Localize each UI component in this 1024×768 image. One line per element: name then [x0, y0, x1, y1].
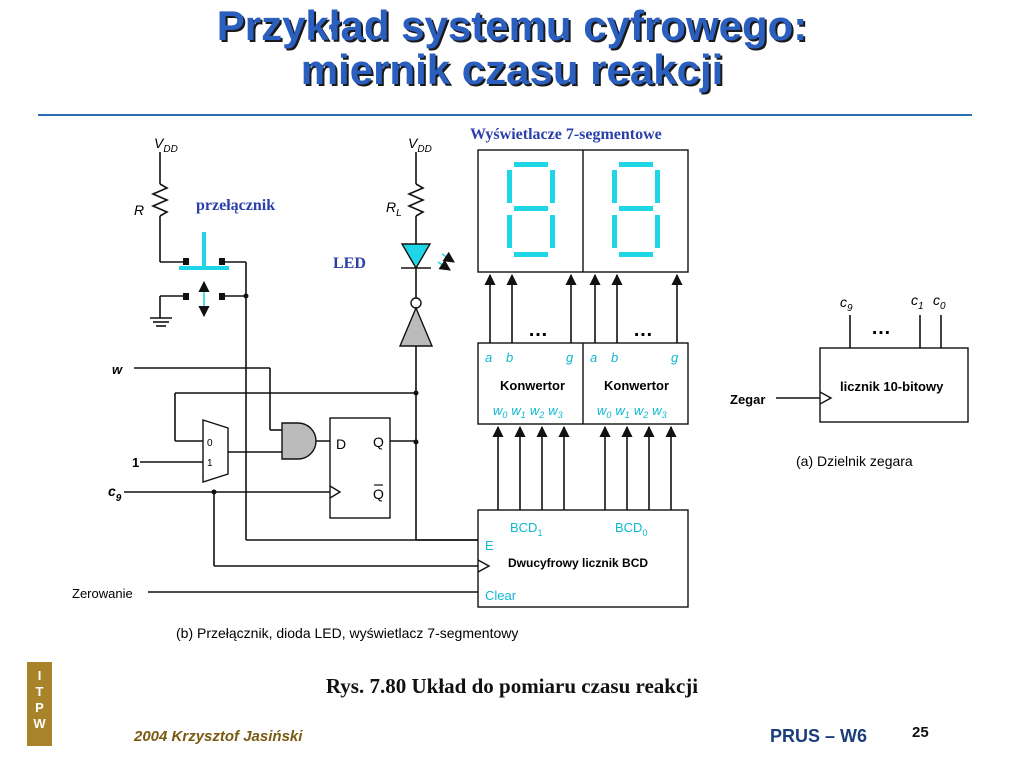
title-line-2: miernik czasu reakcji	[300, 46, 724, 93]
bcd0-label: BCD0	[615, 520, 647, 538]
conv1-a-label: a	[485, 350, 492, 365]
r-label: R	[134, 202, 144, 218]
resistor-rl	[406, 183, 426, 217]
page-number: 25	[912, 724, 929, 741]
conv2-name: Konwertor	[604, 378, 669, 393]
conv1-name: Konwertor	[500, 378, 565, 393]
counter-clock-marker	[819, 391, 833, 405]
control-wires	[124, 367, 478, 593]
dots-1: …	[528, 319, 548, 341]
counter-c0-label: c0	[933, 292, 946, 312]
author-footer: 2004 Krzysztof Jasiński	[134, 728, 303, 745]
ff-q-label: Q	[373, 434, 384, 450]
zegar-label: Zegar	[730, 392, 765, 407]
dots-2: …	[633, 319, 653, 341]
rl-label: RL	[386, 199, 402, 219]
bcd-arrows	[492, 425, 677, 510]
c9-input-label: c9	[108, 483, 122, 504]
title-line-1: Przykład systemu cyfrowego:	[216, 2, 808, 49]
caption-b: (b) Przełącznik, dioda LED, wyświetlacz …	[176, 625, 518, 641]
w-input-label: w	[112, 362, 123, 377]
counter-c9-label: c9	[840, 294, 853, 314]
and-gate	[281, 422, 317, 460]
conv1-g-label: g	[566, 350, 574, 365]
counter-name: licznik 10-bitowy	[840, 379, 944, 394]
d-flip-flop	[329, 417, 391, 519]
seven-segment-digit-0	[612, 162, 660, 257]
conv2-a-label: a	[590, 350, 597, 365]
led-label: LED	[333, 255, 366, 272]
counter-dots: …	[871, 317, 891, 339]
title-divider	[38, 114, 972, 116]
ff-clock-marker	[329, 485, 342, 499]
bcd-clock-marker	[477, 559, 491, 573]
bcd-counter	[477, 509, 689, 608]
bcd-clear-label: Clear	[485, 588, 517, 603]
display-label: Wyświetlacze 7-segmentowe	[470, 126, 662, 143]
zerowanie-label: Zerowanie	[72, 586, 133, 601]
logo-letter: W	[33, 716, 46, 731]
ff-d-label: D	[336, 436, 346, 452]
caption-a: (a) Dzielnik zegara	[796, 453, 913, 469]
bcd1-label: BCD1	[510, 520, 542, 538]
conv1-b-label: b	[506, 350, 513, 365]
bcd-enable-label: E	[485, 538, 494, 553]
logo-letter: T	[35, 684, 44, 699]
conv2-g-label: g	[671, 350, 679, 365]
seven-segment-digit-1	[507, 162, 555, 257]
counter-10bit	[819, 347, 969, 423]
mux-input-0: 0	[207, 438, 213, 449]
vdd2-label: VDD	[408, 135, 432, 155]
vdd1-label: VDD	[154, 135, 178, 155]
conv2-b-label: b	[611, 350, 618, 365]
course-footer: PRUS – W6	[770, 726, 868, 746]
one-input-label: 1	[132, 455, 139, 470]
mux-input-1: 1	[207, 458, 213, 469]
counter-c1-label: c1	[911, 292, 924, 312]
figure-caption: Rys. 7.80 Układ do pomiaru czasu reakcji	[325, 674, 699, 698]
segment-arrows	[484, 273, 683, 343]
switch-label: przełącznik	[196, 197, 275, 214]
junction-dot	[211, 489, 217, 495]
ff-qbar-label: Q	[373, 486, 384, 502]
switch-plunger	[179, 232, 229, 318]
junction-dot	[243, 293, 249, 299]
bcd-counter-name: Dwucyfrowy licznik BCD	[508, 556, 648, 570]
resistor-r	[150, 183, 170, 217]
clock-divider	[776, 315, 942, 399]
inverter-gate	[398, 306, 434, 347]
led-diode	[400, 243, 455, 271]
slide-title: Przykład systemu cyfrowego: miernik czas…	[0, 4, 1024, 92]
multiplexer	[202, 419, 229, 483]
itpw-logo: I T P W	[27, 662, 52, 746]
logo-letter: P	[35, 700, 44, 715]
logo-letter: I	[37, 668, 42, 683]
led-circuit	[406, 152, 478, 541]
